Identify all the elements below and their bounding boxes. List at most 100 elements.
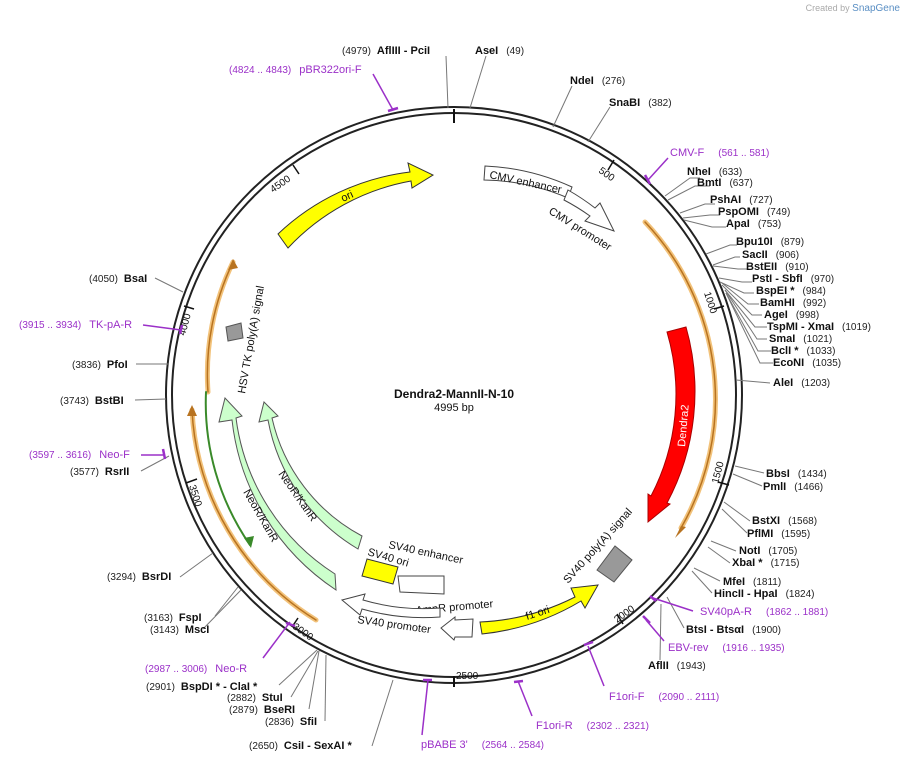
site-position: (2879) [229,705,258,716]
site-label-18: BclI *(1033) [771,345,835,357]
site-position: (4979) [342,46,371,57]
site-position: (1900) [752,625,781,636]
site-label-38: (3294)BsrDI [107,571,171,583]
site-label-41: (3836)PfoI [72,359,128,371]
primer-range: (3915 .. 3934) [19,320,81,331]
sv40-polya-box [596,545,633,583]
site-position: (970) [811,274,834,285]
site-label-20: AleI(1203) [773,377,830,389]
site-label-40: (3743)BstBI [60,395,124,407]
site-label-8: ApaI (753) [726,218,781,230]
primer-label-5: F1ori-R(2302 .. 2321) [536,720,649,732]
primer-range: (2564 .. 2584) [482,740,544,751]
primer-label-4: F1ori-F(2090 .. 2111) [609,691,719,703]
site-label-27: MfeI(1811) [723,576,781,588]
site-position: (1595) [781,529,810,540]
site-position: (998) [796,310,819,321]
site-position: (3743) [60,396,89,407]
site-name: BmtI [697,177,721,189]
neo-green-arrow-head [244,536,254,548]
primer-range: (2090 .. 2111) [658,692,719,703]
site-position: (1033) [807,346,836,357]
site-name: BseRI [264,704,295,716]
site-leader-lines [134,55,773,747]
site-name: NheI [687,166,711,178]
site-name: ApaI [726,218,750,230]
site-position: (1203) [801,378,830,389]
site-name: PshAI [710,194,741,206]
site-name: NotI [739,545,760,557]
primer-name: CMV-F [670,147,705,159]
site-name: BbsI [766,468,790,480]
plasmid-size: 4995 bp [434,402,474,414]
site-position: (1035) [812,358,841,369]
site-label-19: EcoNI (1035) [773,357,841,369]
hsv-tk-label: HSV TK poly(A) signal [236,285,267,395]
sv40-polya-label: SV40 poly(A) signal [561,506,635,586]
site-name: BtsI - BtsαI [686,624,744,636]
plasmid-name: Dendra2-MannII-N-10 [394,387,514,401]
orf-arcs [189,219,718,623]
site-position: (2836) [265,717,294,728]
site-name: TspMI - XmaI [767,321,834,333]
site-label-21: BbsI(1434) [766,468,827,480]
ampr-promoter-arrow [440,615,474,641]
site-position: (1021) [803,334,832,345]
orf-arc-right-core [644,221,717,529]
site-position: (1568) [788,516,817,527]
site-name: AgeI [764,309,788,321]
feature-cmv-enhancer: CMV enhancer [483,165,573,199]
site-name: SfiI [300,716,317,728]
neo-green-line [204,391,251,546]
primer-name: Neo-F [99,449,130,461]
primer-range: (3597 .. 3616) [29,450,91,461]
primer-label-3: EBV-rev(1916 .. 1935) [668,642,785,654]
ori-label: ori [339,189,355,205]
site-position: (2901) [146,682,175,693]
site-name: EcoNI [773,357,804,369]
feature-neo-outer: NeoR/KanR [218,396,337,591]
tick-2500: 2500 [456,671,479,682]
site-name: MfeI [723,576,745,588]
site-position: (49) [506,46,524,57]
site-label-32: (2836) SfiI [265,716,317,728]
site-position: (992) [803,298,826,309]
tick-500: 500 [596,165,616,184]
snapgene-logo: SnapGene [852,3,900,14]
site-name: StuI [262,692,283,704]
primer-label-7: (2987 .. 3006)Neo-R [145,663,247,675]
site-label-4: NheI(633) [687,166,742,178]
site-position: (3577) [70,467,99,478]
site-label-23: BstXI(1568) [752,515,817,527]
site-position: (1824) [786,589,815,600]
site-name: PspOMI [718,206,759,218]
site-label-34: (2882)StuI [227,692,283,704]
sv40-enhancer-box [397,575,445,595]
primer-label-8: (3597 .. 3616) Neo-F [29,449,130,461]
site-label-29: BtsI - BtsαI (1900) [686,624,781,636]
primer-name: EBV-rev [668,642,709,654]
site-label-12: PstI - SbfI(970) [752,273,834,285]
primer-name: TK-pA-R [89,319,132,331]
orf-arrow-head-lower [187,405,197,416]
site-name: AflII [648,660,669,672]
orf-arc-left-upper-core [206,261,234,393]
site-label-39: (3577)RsrII [70,466,129,478]
site-position: (984) [803,286,826,297]
neo-outer-arrow [218,396,337,591]
site-label-31: (2650)CsiI - SexAI * [249,740,352,752]
site-position: (3294) [107,572,136,583]
site-name: XbaI * [732,557,763,569]
feature-dendra2: Dendra2 [647,326,696,524]
site-name: CsiI - SexAI * [284,740,353,752]
site-position: (1466) [794,482,823,493]
site-position: (3836) [72,360,101,371]
site-label-5: BmtI(637) [697,177,753,189]
site-position: (753) [758,219,781,230]
site-position: (3163) [144,613,173,624]
primer-label-0: (4824 .. 4843)pBR322ori-F [229,64,362,76]
site-label-2: NdeI(276) [570,75,625,87]
feature-cmv-promoter: CMV promoter [546,189,615,254]
